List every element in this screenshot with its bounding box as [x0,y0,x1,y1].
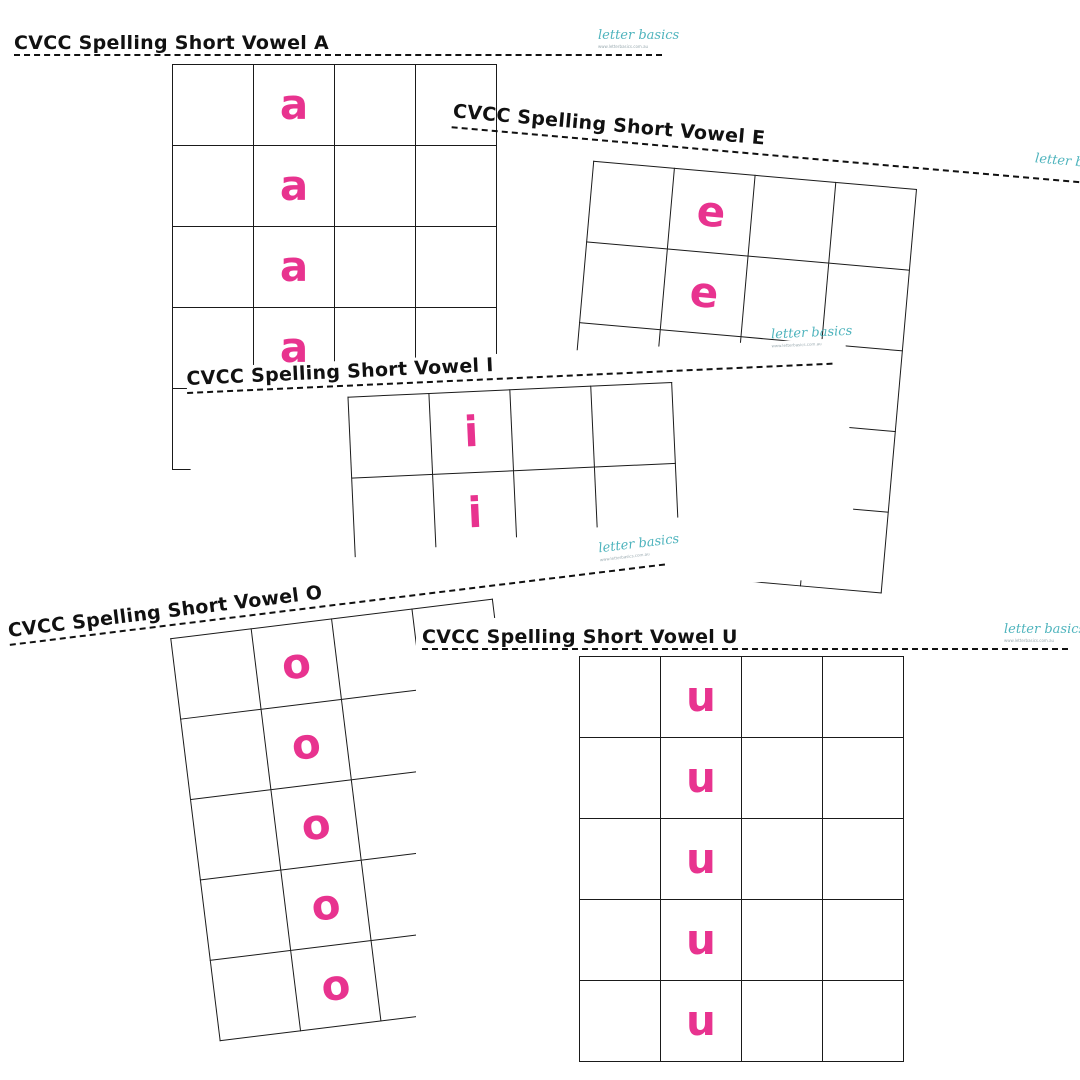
vowel-letter: a [279,80,309,129]
vowel-letter: a [279,161,309,210]
vowel-letter: u [686,996,716,1045]
vowel-letter: o [318,959,354,1012]
vowel-letter: u [686,834,716,883]
spelling-grid: u u u u u [579,656,904,1062]
brand-url: www.letterbasics.com.au [1004,638,1055,643]
brand-logo: letter basics [598,28,680,43]
vowel-letter: a [279,323,309,372]
vowel-letter: u [686,915,716,964]
vowel-letter: o [308,878,344,931]
vowel-letter: u [686,753,716,802]
dashed-name-line [422,648,1068,650]
vowel-letter: o [288,717,324,771]
vowel-letter: i [466,487,484,538]
brand-url: www.letterbasics.com.au [598,44,649,49]
dashed-name-line [14,54,662,56]
vowel-letter: e [694,186,728,238]
brand-logo: letter basics [1004,622,1080,637]
worksheet-title: CVCC Spelling Short Vowel A [14,32,330,54]
vowel-letter: u [686,672,716,721]
brand-logo: letter basics [1034,151,1080,174]
vowel-letter: o [278,637,314,690]
vowel-letter: a [279,242,309,291]
worksheet-title: CVCC Spelling Short Vowel U [422,626,738,648]
vowel-letter: o [298,798,334,851]
worksheet-vowel-u: CVCC Spelling Short Vowel U letter basic… [416,618,1080,1080]
vowel-letter: e [687,266,721,319]
vowel-letter: i [462,406,480,457]
